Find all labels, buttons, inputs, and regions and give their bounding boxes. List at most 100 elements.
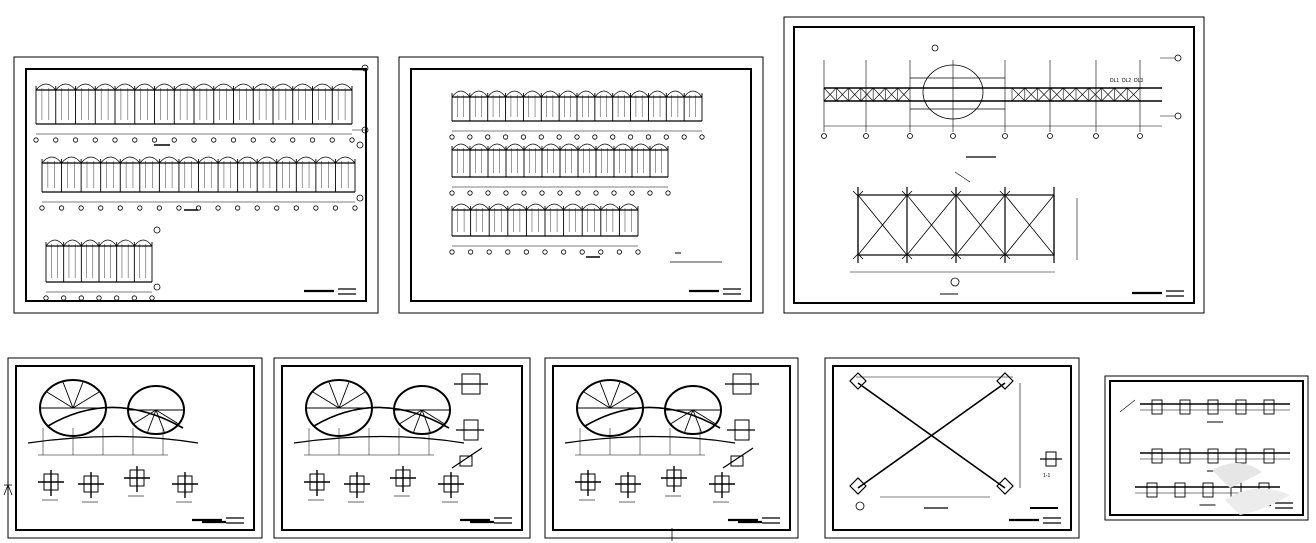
grid-bubble <box>635 249 641 255</box>
connection-plate <box>1151 448 1163 464</box>
canopy-arch <box>35 83 57 91</box>
sheet-outer-border <box>824 357 1080 539</box>
grid-bubble <box>907 133 913 139</box>
canopy-arch <box>630 90 649 98</box>
canopy-arch <box>523 143 543 151</box>
grid-bubble <box>449 249 455 255</box>
grid-bubble <box>309 137 316 143</box>
grid-bubble <box>151 137 158 143</box>
connection-plate <box>1235 448 1247 464</box>
canopy-arch <box>612 90 631 98</box>
truss-diagonal <box>857 194 908 256</box>
canopy-arch <box>470 203 490 211</box>
grid-bubble <box>156 205 162 211</box>
grid-bubble <box>153 226 161 234</box>
truss-diagonal <box>1037 87 1051 102</box>
grid-bubble <box>132 137 138 143</box>
grid-bubble <box>611 190 617 196</box>
grid-bubble <box>53 137 59 143</box>
bracing-label: DL3 <box>1134 78 1143 84</box>
grid-bubble <box>485 190 491 196</box>
x-brace <box>857 382 1006 489</box>
canopy-arch <box>116 239 135 247</box>
canopy-arch <box>666 90 685 98</box>
grid-bubble <box>520 134 527 140</box>
arch-rib <box>46 391 74 409</box>
grid-bubble <box>665 190 671 196</box>
canopy-arch <box>576 90 596 98</box>
grid-bubble <box>485 134 491 140</box>
canopy-arch <box>173 83 195 91</box>
grid-bubble <box>329 137 335 143</box>
connection-plate <box>1263 399 1275 415</box>
grid-bubble <box>356 141 364 149</box>
ground-curve <box>293 435 465 444</box>
grid-bubble <box>449 190 455 196</box>
grid-bubble <box>503 190 509 196</box>
grid-bubble <box>610 134 616 140</box>
arch-ring <box>393 385 451 435</box>
canopy-arch <box>595 143 615 151</box>
grid-bubble <box>1093 133 1099 139</box>
grid-bubble <box>467 134 473 140</box>
grid-bubble <box>313 205 319 211</box>
grid-bubble <box>131 295 137 301</box>
grid-bubble <box>855 501 865 511</box>
canopy-arch <box>619 203 639 211</box>
sheet-outer-border <box>7 357 263 539</box>
grid-bubble <box>699 134 705 140</box>
grid-bubble <box>332 205 339 211</box>
member <box>451 447 483 469</box>
connection-plate <box>1146 482 1158 498</box>
grid-bubble <box>575 190 581 196</box>
arch-rib <box>147 409 157 433</box>
corner-gusset <box>849 372 867 390</box>
arch-ring <box>127 385 185 435</box>
corner-gusset <box>996 372 1014 390</box>
canopy-arch <box>114 83 136 91</box>
arch-rib <box>72 391 100 409</box>
connection-plate <box>1207 399 1219 415</box>
sheet-7 <box>824 357 1080 539</box>
canopy-arch <box>178 156 199 164</box>
grid-bubble <box>556 134 562 140</box>
watermark-logo <box>1212 462 1290 515</box>
grid-bubble <box>356 194 364 202</box>
canopy-arch <box>98 239 117 247</box>
grid-bubble <box>235 205 241 211</box>
grid-bubble <box>502 134 509 140</box>
grid-bubble <box>290 137 296 143</box>
axis-marker <box>3 470 13 496</box>
truss-diagonal <box>848 87 862 102</box>
grid-bubble <box>616 249 623 255</box>
grid-bubble <box>92 137 98 143</box>
canopy-arch <box>469 90 488 98</box>
grid-bubble <box>270 137 276 143</box>
canopy-arch <box>563 203 583 211</box>
grid-bubble <box>114 295 120 301</box>
canopy-arch <box>41 156 62 164</box>
sheet-4 <box>7 357 263 539</box>
grid-bubble <box>521 190 527 196</box>
canopy-arch <box>559 143 579 151</box>
truss-diagonal <box>823 87 837 102</box>
grid-bubble <box>593 190 599 196</box>
truss-diagonal <box>1075 87 1090 102</box>
grid-bubble <box>153 283 161 291</box>
grid-bubble <box>863 133 869 139</box>
grid-bubble <box>254 205 260 211</box>
canopy-arch <box>63 239 82 247</box>
canopy-arch <box>154 83 175 91</box>
canopy-arch <box>544 203 564 211</box>
grid-bubble <box>191 137 197 143</box>
connection-plate <box>459 455 473 467</box>
truss-diagonal <box>897 87 911 102</box>
sheet-1 <box>13 56 379 314</box>
grid-bubble <box>523 249 530 255</box>
canopy-arch <box>507 203 527 211</box>
joint-gusset <box>852 190 864 260</box>
truss-diagonal <box>1011 87 1026 102</box>
corner-gusset <box>996 477 1014 495</box>
truss-diagonal <box>872 87 886 102</box>
